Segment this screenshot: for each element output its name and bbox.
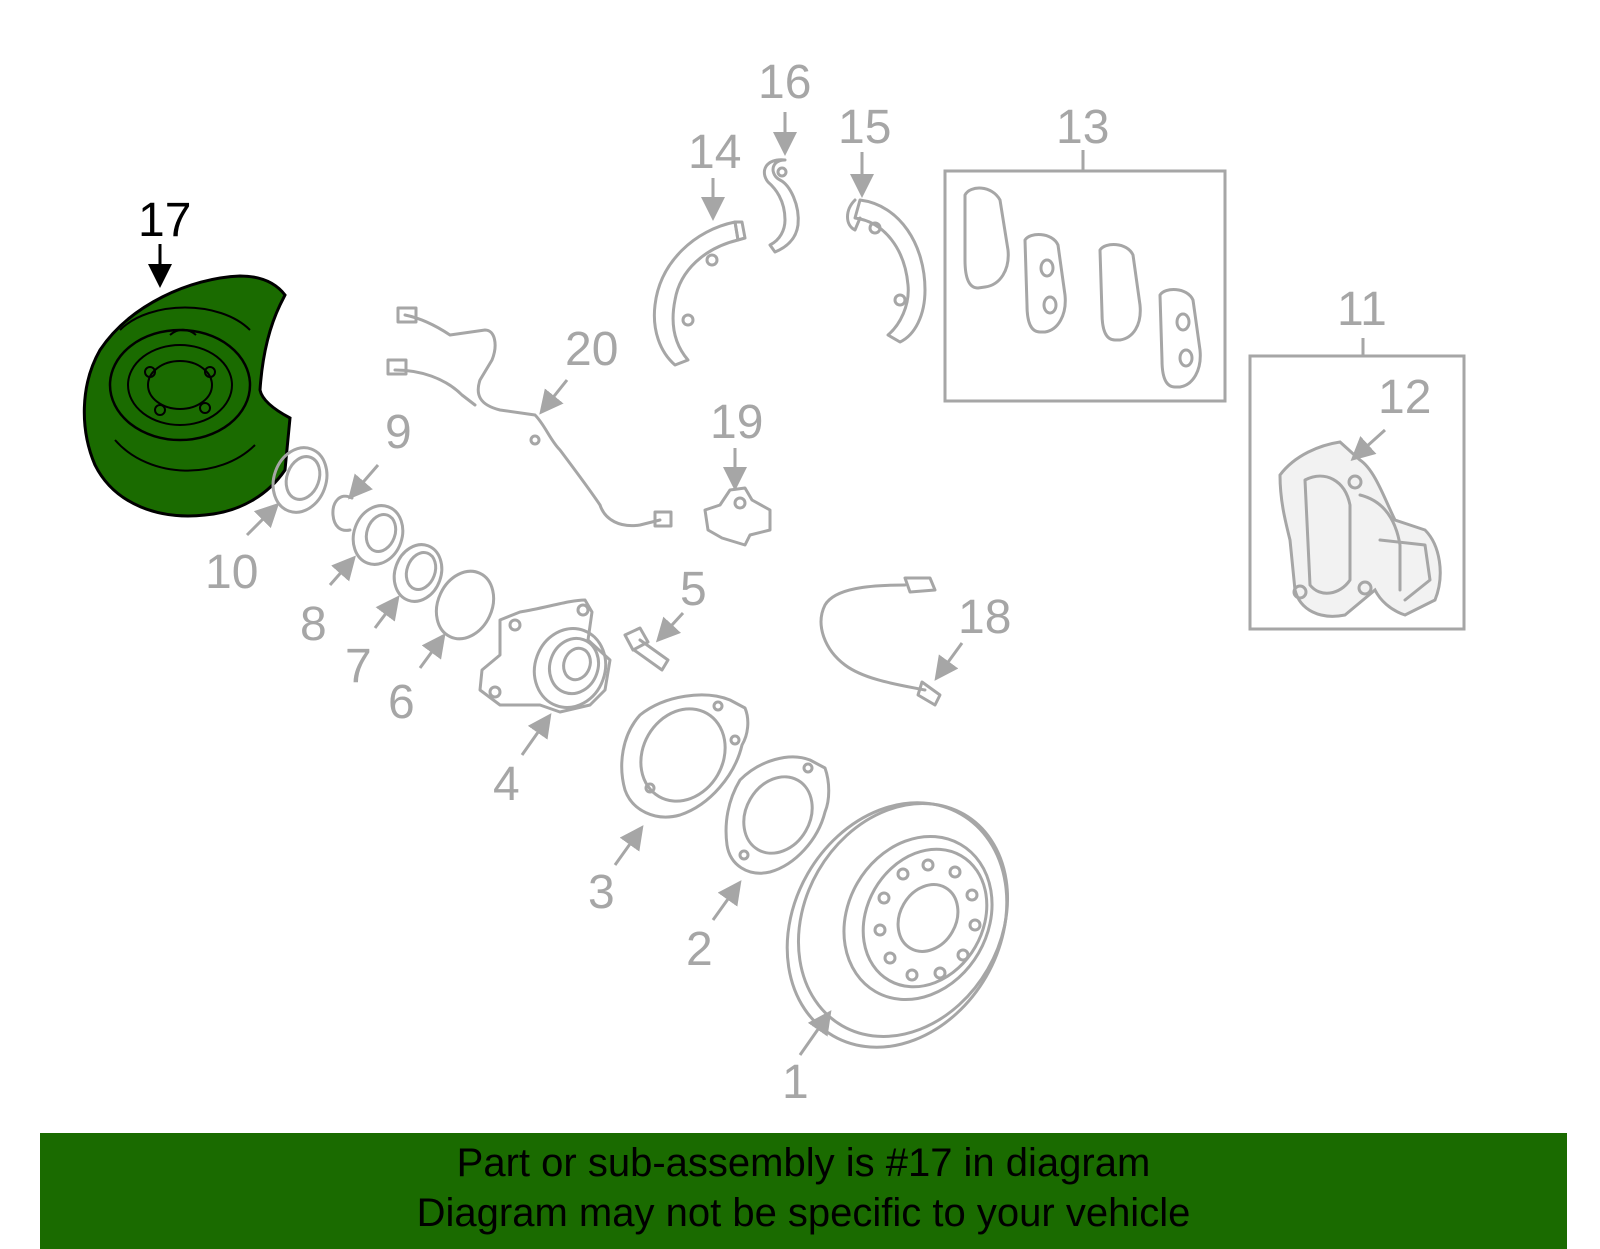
arrow-18 — [934, 642, 964, 681]
arrow-4 — [520, 713, 552, 756]
arrow-3 — [613, 825, 644, 866]
info-banner: Part or sub-assembly is #17 in diagram D… — [40, 1133, 1567, 1249]
arrow-12 — [1350, 428, 1387, 462]
part-10-seal[interactable] — [264, 440, 335, 520]
callout-16[interactable]: 16 — [758, 56, 811, 109]
part-4-hub[interactable] — [478, 598, 617, 718]
arrow-5 — [655, 611, 685, 643]
callout-6[interactable]: 6 — [388, 676, 415, 729]
arrow-20 — [539, 379, 569, 415]
part-13-pad-kit[interactable] — [943, 169, 1227, 403]
part-20-abs-sensor[interactable] — [386, 306, 673, 528]
callout-20[interactable]: 20 — [565, 323, 618, 376]
banner-line-1: Part or sub-assembly is #17 in diagram — [456, 1141, 1151, 1185]
part-7-seal[interactable] — [386, 538, 449, 608]
part-8-bearing[interactable] — [345, 499, 411, 572]
arrow-9 — [348, 464, 380, 500]
part-15-brake-shoe[interactable] — [846, 198, 927, 344]
arrow-10 — [245, 502, 280, 537]
part-14-brake-shoe[interactable] — [652, 220, 747, 367]
callout-8[interactable]: 8 — [300, 598, 327, 651]
callout-19[interactable]: 19 — [710, 396, 763, 449]
arrow-7 — [373, 595, 400, 629]
part-3-plate[interactable] — [620, 693, 750, 819]
part-11-caliper-assembly[interactable] — [1248, 354, 1466, 631]
callout-18[interactable]: 18 — [958, 591, 1011, 644]
part-18-brake-hose[interactable] — [819, 576, 942, 707]
rotor-bolt-holes — [873, 858, 982, 982]
arrow-6 — [418, 633, 446, 669]
part-5-bolt[interactable] — [623, 626, 670, 672]
callout-12[interactable]: 12 — [1378, 371, 1431, 424]
part-17-backing-plate[interactable] — [82, 274, 292, 518]
callout-15[interactable]: 15 — [838, 101, 891, 154]
callout-5[interactable]: 5 — [680, 563, 707, 616]
callout-1[interactable]: 1 — [782, 1056, 809, 1109]
part-1-rotor[interactable] — [744, 763, 1050, 1088]
part-6-o-ring[interactable] — [426, 562, 505, 648]
part-19-bracket[interactable] — [703, 486, 772, 547]
callout-2[interactable]: 2 — [686, 923, 713, 976]
callout-4[interactable]: 4 — [493, 758, 520, 811]
banner-line-2: Diagram may not be specific to your vehi… — [416, 1191, 1191, 1235]
callout-3[interactable]: 3 — [588, 866, 615, 919]
arrow-8 — [328, 555, 356, 586]
callout-9[interactable]: 9 — [385, 406, 412, 459]
callout-13[interactable]: 13 — [1056, 101, 1109, 154]
part-2-gasket[interactable] — [724, 755, 831, 875]
callout-17[interactable]: 17 — [138, 194, 191, 247]
arrow-2 — [711, 880, 742, 921]
callout-7[interactable]: 7 — [345, 640, 372, 693]
callout-11[interactable]: 11 — [1337, 283, 1387, 336]
part-9-snap-ring[interactable] — [331, 494, 354, 532]
part-16-lever[interactable] — [762, 158, 800, 254]
callout-10[interactable]: 10 — [205, 546, 258, 599]
callout-14[interactable]: 14 — [688, 126, 741, 179]
arrow-1 — [798, 1010, 832, 1056]
